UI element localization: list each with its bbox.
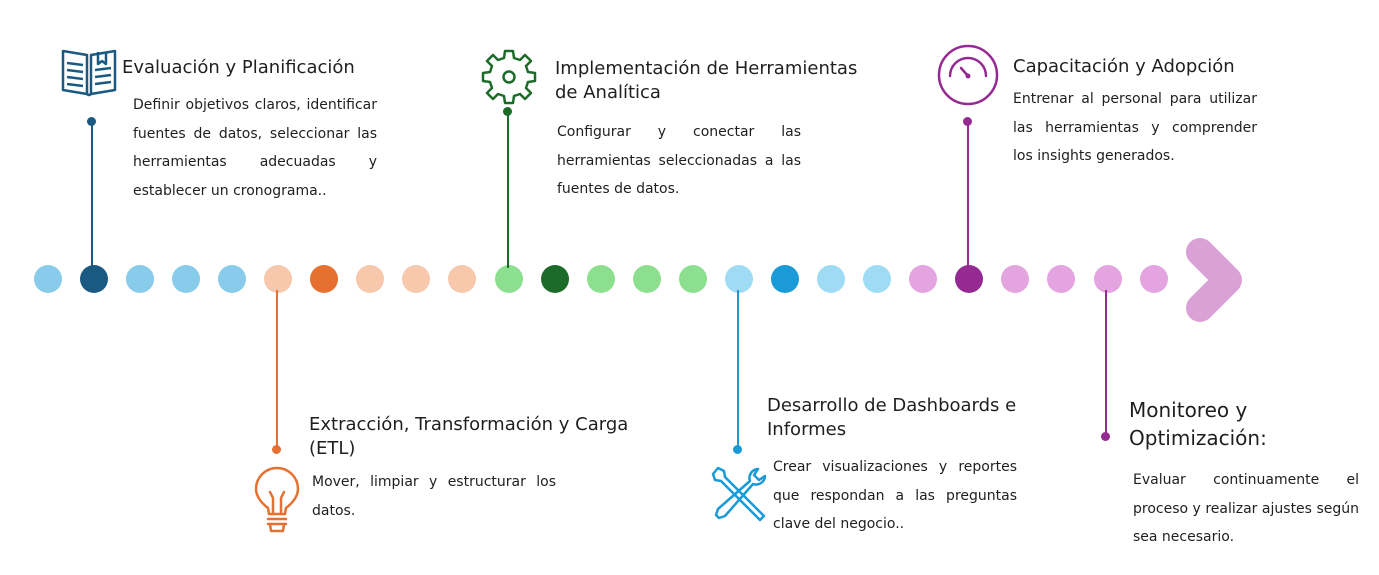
- timeline-dot-step-6: [1094, 265, 1122, 293]
- timeline-dot: [863, 265, 891, 293]
- connector-pin-step-2: [272, 445, 281, 454]
- connector-step-3: [507, 112, 509, 268]
- arrow-chevron-icon: [1186, 238, 1242, 322]
- connector-pin-step-4: [733, 445, 742, 454]
- step-5-title: Capacitación y Adopción: [1013, 56, 1235, 77]
- step-2-title: Extracción, Transformación y Carga (ETL): [309, 414, 629, 459]
- timeline-dot: [1140, 265, 1168, 293]
- timeline-dot: [126, 265, 154, 293]
- connector-step-1: [91, 122, 93, 268]
- timeline-dot: [725, 265, 753, 293]
- connector-pin-step-3: [503, 107, 512, 116]
- step-3-description: Configurar y conectar las herramientas s…: [557, 124, 801, 197]
- step-1-description: Definir objetivos claros, identificar fu…: [133, 97, 377, 199]
- step-6-description: Evaluar continuamente el proceso y reali…: [1133, 472, 1359, 545]
- connector-pin-step-6: [1101, 432, 1110, 441]
- timeline-dot: [817, 265, 845, 293]
- timeline-dot: [1001, 265, 1029, 293]
- connector-step-5: [967, 122, 969, 268]
- timeline-dot-step-4: [771, 265, 799, 293]
- connector-step-2: [276, 290, 278, 450]
- timeline-dot: [909, 265, 937, 293]
- timeline-dot: [402, 265, 430, 293]
- step-2-description: Mover, limpiar y estructurar los datos.: [312, 474, 556, 519]
- timeline-dot: [587, 265, 615, 293]
- timeline-dot: [679, 265, 707, 293]
- gauge-icon: [937, 44, 999, 106]
- timeline-dot: [495, 265, 523, 293]
- connector-pin-step-1: [87, 117, 96, 126]
- timeline-dot: [448, 265, 476, 293]
- timeline-dot: [633, 265, 661, 293]
- gear-icon: [481, 49, 537, 105]
- connector-step-6: [1105, 290, 1107, 436]
- step-3-title: Implementación de Herramientas de Analít…: [555, 58, 858, 103]
- timeline-dot-step-2: [310, 265, 338, 293]
- timeline-dot: [172, 265, 200, 293]
- connector-pin-step-5: [963, 117, 972, 126]
- timeline-dot-step-3: [541, 265, 569, 293]
- tools-icon: [711, 466, 767, 522]
- book-icon: [61, 49, 117, 97]
- lightbulb-icon: [254, 466, 300, 533]
- step-4-title: Desarrollo de Dashboards e Informes: [767, 395, 1017, 440]
- step-1-title: Evaluación y Planificación: [122, 57, 355, 78]
- step-6-title: Monitoreo y Optimización:: [1129, 398, 1267, 450]
- timeline-dot: [218, 265, 246, 293]
- timeline-dot-step-1: [80, 265, 108, 293]
- timeline-dot-step-5: [955, 265, 983, 293]
- timeline-dot: [34, 265, 62, 293]
- timeline-dot: [1047, 265, 1075, 293]
- connector-step-4: [737, 290, 739, 450]
- timeline-dot: [264, 265, 292, 293]
- step-4-description: Crear visualizaciones y reportes que res…: [773, 459, 1017, 532]
- timeline-dot: [356, 265, 384, 293]
- step-5-description: Entrenar al personal para utilizar las h…: [1013, 91, 1257, 164]
